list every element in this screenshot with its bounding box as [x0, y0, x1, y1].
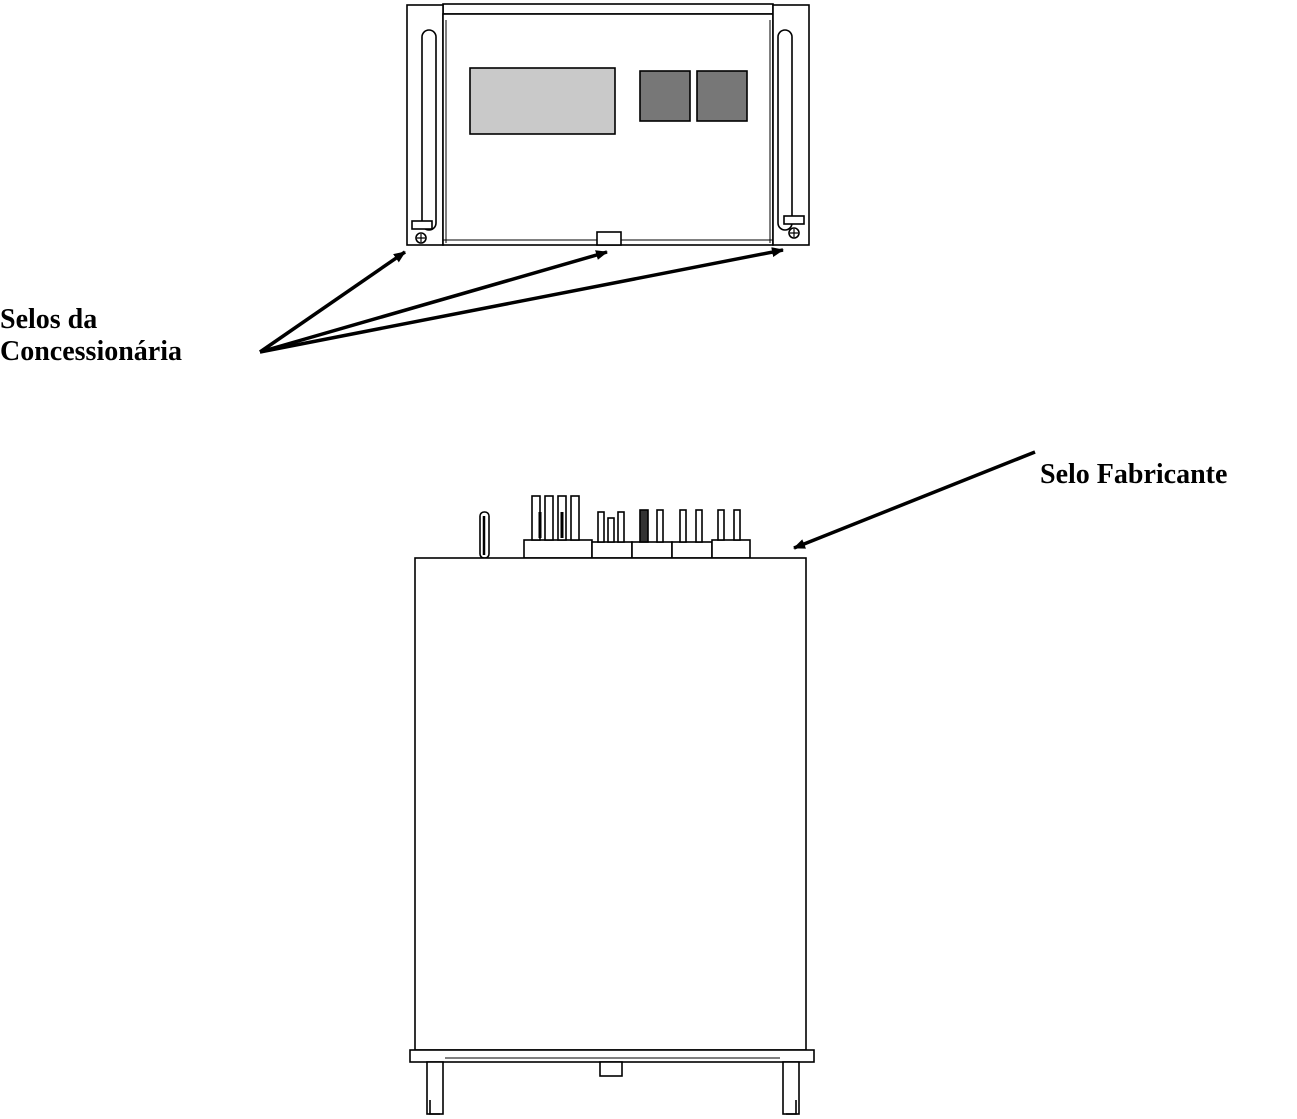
concessionaria-arrows	[259, 247, 784, 354]
terminal-block-5	[711, 539, 751, 559]
terminal-pin	[617, 511, 625, 543]
front-bottom-seal-tab	[596, 231, 622, 246]
terminal-pin	[597, 511, 605, 543]
arrow-to-fabricante-seal	[793, 450, 1036, 550]
terminal-pin	[607, 517, 615, 543]
terminal-block-1	[523, 539, 593, 559]
terminal-block-2	[591, 541, 633, 559]
meter-front-view	[406, 3, 810, 246]
side-bottom-rail	[409, 1049, 815, 1063]
fabricante-seal-label: Selo Fabricante	[1040, 459, 1228, 490]
front-right-seal-tab	[783, 215, 805, 225]
front-left-slot	[421, 29, 437, 231]
side-bottom-tab	[599, 1061, 623, 1077]
terminal-pin	[544, 495, 554, 541]
terminal-pin	[717, 509, 725, 541]
concessionaria-seals-label: Selos da Concessionária	[0, 304, 182, 368]
front-indicator-right	[696, 70, 748, 122]
front-right-slot	[777, 29, 793, 231]
front-indicator-left	[639, 70, 691, 122]
terminal-pin	[733, 509, 741, 541]
front-display-window	[469, 67, 616, 135]
terminal-pin	[570, 495, 580, 541]
arrow-to-left-seal	[259, 250, 406, 354]
terminal-pin	[695, 509, 703, 543]
terminal-pin	[679, 509, 687, 543]
front-left-seal-tab	[411, 220, 433, 230]
front-top-edge	[442, 3, 774, 15]
arrow-to-right-seal	[259, 247, 784, 354]
concessionaria-label-line1: Selos da	[0, 304, 98, 335]
meter-side-view	[409, 495, 815, 1115]
terminal-pin	[656, 509, 664, 543]
terminal-block-4	[671, 541, 713, 559]
side-body	[414, 557, 807, 1051]
terminal-block-3	[631, 541, 673, 559]
arrow-to-center-seal	[259, 250, 608, 354]
terminal-pin	[639, 509, 649, 543]
concessionaria-label-line2: Concessionária	[0, 336, 182, 367]
